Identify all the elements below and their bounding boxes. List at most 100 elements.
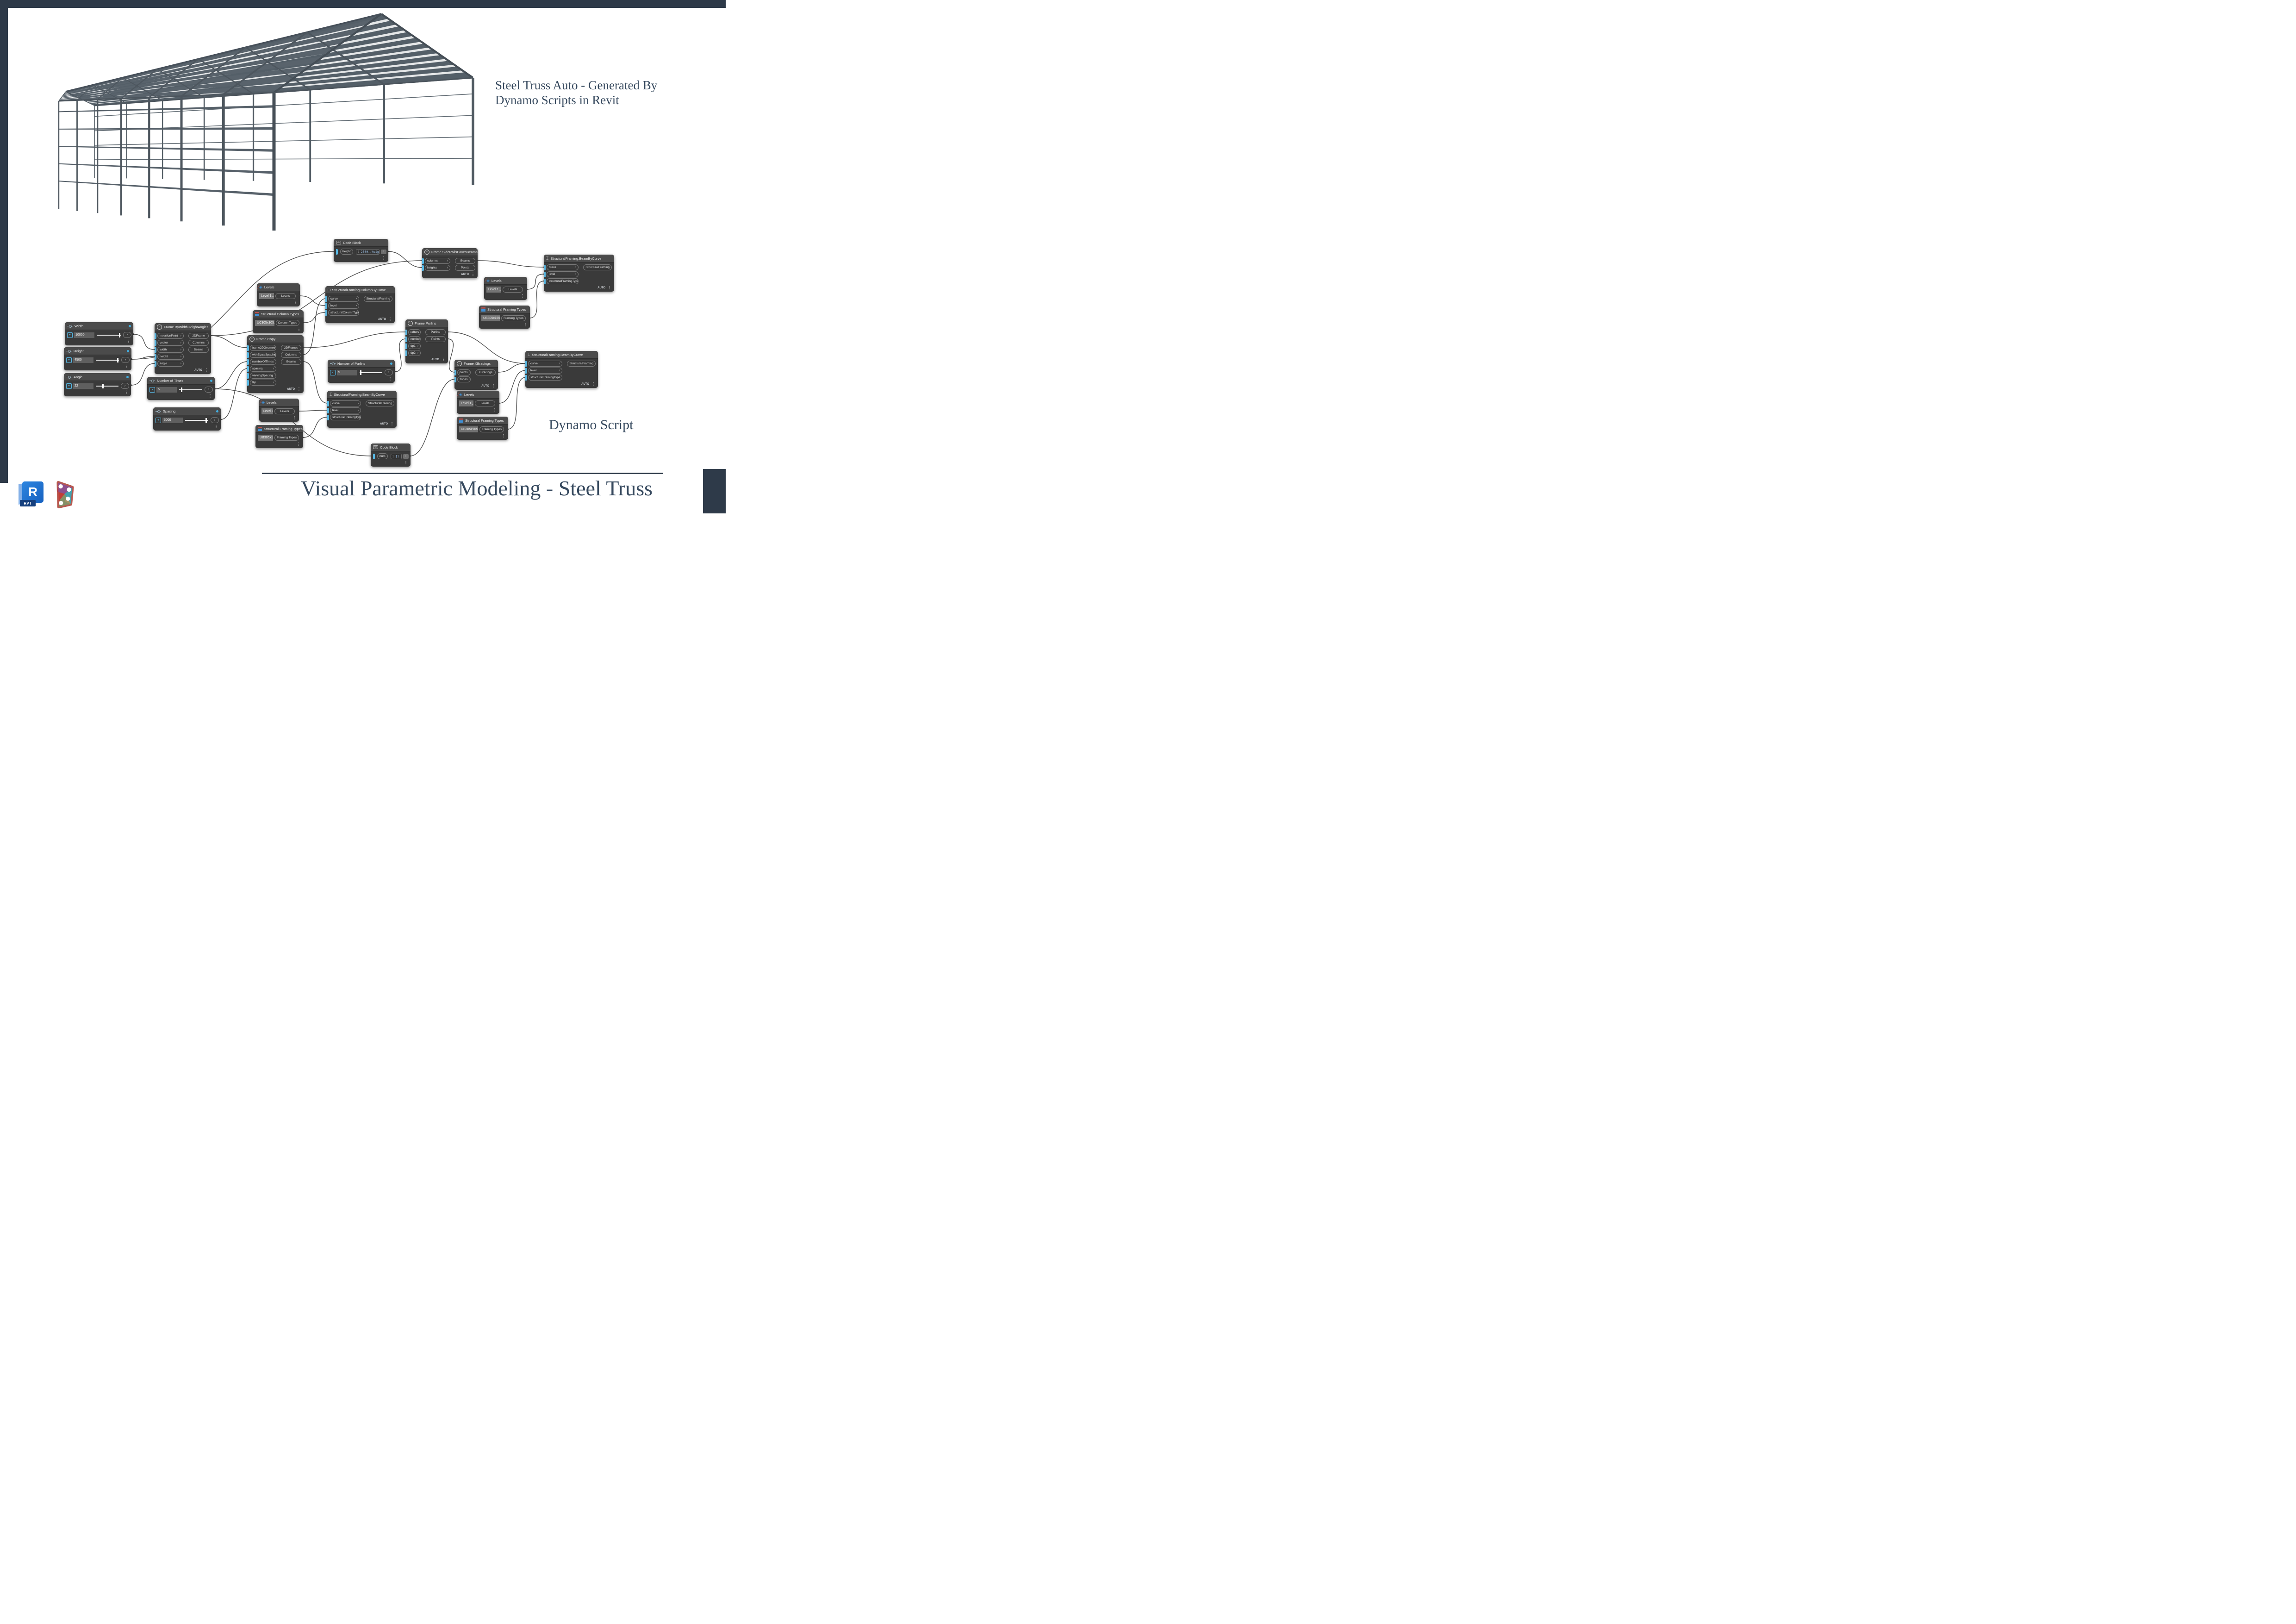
kebab-menu-icon[interactable]: ⋮ [442,357,445,362]
output-port-Beams[interactable]: Beams [455,258,475,264]
port-tab[interactable] [247,366,249,372]
value-field[interactable]: 9 [337,369,357,375]
input-port-structuralFramingType[interactable]: structuralFramingType› [528,375,563,381]
port-tab[interactable] [155,333,156,339]
port-tab[interactable] [325,303,327,309]
port-tab[interactable] [422,258,424,264]
input-port-zones[interactable]: zones› [457,376,471,382]
output-port-Beams[interactable]: Beams [188,347,209,353]
port-tab[interactable] [544,264,546,270]
input-port-insertionPoint[interactable]: insertionPoint› [157,333,184,339]
output-port-Framing Types[interactable]: Framing Types [274,435,299,441]
node-number-of-purlins[interactable]: Number of Purlins▾9›⋮ [328,360,395,383]
input-port-curve[interactable]: curve› [328,296,360,302]
output-port-Framing Types[interactable]: Framing Types [501,315,526,321]
node-framing-types-1[interactable]: Structural Framing TypesUB305x165x40⌄Fra… [479,306,530,329]
stepper-toggle[interactable]: ▾ [67,332,73,338]
kebab-menu-icon[interactable]: ⋮ [292,416,296,420]
node-spacing[interactable]: Spacing▾5000›⋮ [153,407,221,431]
stepper-toggle[interactable]: ▾ [330,369,336,375]
slider-thumb[interactable] [205,418,207,423]
port-tab[interactable] [405,343,407,349]
input-port-num[interactable]: num [377,453,388,459]
input-port-spacing[interactable]: spacing› [250,366,276,372]
kebab-menu-icon[interactable]: ⋮ [521,294,524,298]
kebab-menu-icon[interactable]: ⋮ [388,377,392,381]
kebab-menu-icon[interactable]: ⋮ [404,461,408,465]
port-tab[interactable] [525,375,527,381]
input-port-curve[interactable]: curve› [330,400,361,406]
slider-thumb[interactable] [119,332,121,337]
input-port-number[interactable]: number› [408,336,421,342]
port-tab[interactable] [155,361,156,367]
type-select[interactable]: Level 1⌄ [486,287,501,293]
input-port-structuralFramingType[interactable]: structuralFramingType› [547,278,579,284]
output-port-Levels[interactable]: Levels [275,293,296,299]
kebab-menu-icon[interactable]: ⋮ [471,272,475,276]
input-port-level[interactable]: level› [547,271,579,277]
node-number-of-times[interactable]: Number of Times▾6›⋮ [147,377,215,400]
value-field[interactable]: 10000 [74,332,94,338]
kebab-menu-icon[interactable]: ⋮ [297,327,301,331]
input-port-angle[interactable]: angle› [157,361,184,367]
slider-track[interactable] [185,418,208,423]
output-port-Levels[interactable]: Levels [274,408,295,414]
output-port-out[interactable]: › [205,387,213,393]
port-tab[interactable] [155,347,156,353]
slider-thumb[interactable] [360,370,361,375]
port-tab[interactable] [247,359,249,365]
stepper-toggle[interactable]: ▾ [66,383,72,389]
output-port-Purlins[interactable]: Purlins [425,329,446,335]
type-select[interactable]: UB305x165x40⌄ [258,435,274,441]
output-port-Columns[interactable]: Columns [281,352,301,358]
output-port-Points[interactable]: Points [425,336,446,342]
input-port-structuralFramingType[interactable]: structuralFramingType› [330,414,361,420]
output-port-StructuralFraming[interactable]: StructuralFraming [567,361,596,367]
slider-thumb[interactable] [102,383,104,388]
kebab-menu-icon[interactable]: ⋮ [492,384,495,388]
value-field[interactable]: 5000 [162,417,183,423]
port-tab[interactable] [373,453,375,459]
input-port-width[interactable]: width› [157,347,184,353]
input-port-level[interactable]: level› [328,303,360,309]
port-tab[interactable] [422,265,424,271]
slider-track[interactable] [96,383,118,388]
output-port-out[interactable]: › [211,417,219,423]
output-port-StructuralFraming[interactable]: StructuralFraming [583,264,612,270]
output-port-out[interactable]: › [123,332,131,338]
kebab-menu-icon[interactable]: ⋮ [523,323,527,327]
stepper-toggle[interactable]: ▾ [149,387,155,393]
input-port-points[interactable]: points› [457,369,471,375]
node-angle[interactable]: Angle▾22›⋮ [64,373,131,396]
value-field[interactable]: 4500 [73,357,93,363]
input-port-rafters[interactable]: rafters› [408,329,421,335]
slider-thumb[interactable] [180,387,182,392]
output-port-2DFrame[interactable]: 2DFrame [188,333,209,339]
port-tab[interactable] [405,336,407,342]
port-tab[interactable] [155,354,156,360]
port-tab[interactable] [155,340,156,346]
port-tab[interactable] [525,361,527,367]
output-port-Columns[interactable]: Columns [188,340,209,346]
output-port-XBracings[interactable]: XBracings [475,369,496,375]
kebab-menu-icon[interactable]: ⋮ [493,408,497,412]
output-port-Beams[interactable]: Beams [281,359,301,365]
type-select[interactable]: UB305x165x40⌄ [459,426,479,432]
kebab-menu-icon[interactable]: ⋮ [214,425,218,429]
stepper-toggle[interactable]: ▾ [66,357,72,363]
type-select[interactable]: UB305x165x40⌄ [481,315,500,321]
output-port-Points[interactable]: Points [455,265,475,271]
port-tab[interactable] [544,271,546,277]
input-port-dp2[interactable]: dp2› [408,350,421,356]
port-tab[interactable] [327,414,329,420]
input-port-frame2DGeometry[interactable]: frame2DGeometry› [250,345,276,351]
input-port-height[interactable]: height [340,249,353,255]
kebab-menu-icon[interactable]: ⋮ [591,382,595,386]
